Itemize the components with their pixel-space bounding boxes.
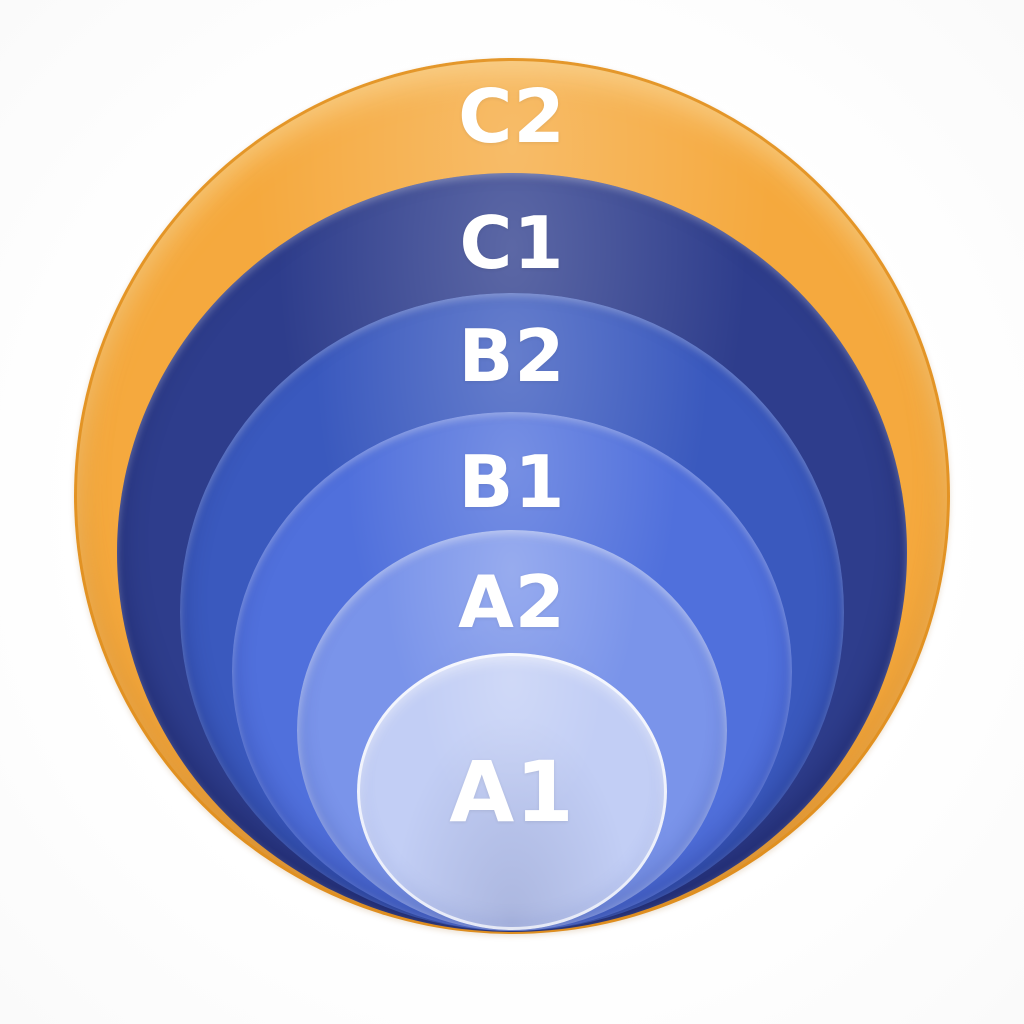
label-level-a1: A1 (449, 743, 575, 841)
label-level-c2: C2 (458, 74, 566, 160)
label-level-b2: B2 (458, 314, 566, 398)
label-level-a2: A2 (458, 560, 566, 644)
label-level-b1: B1 (458, 440, 566, 524)
circle-level-a1 (357, 653, 667, 930)
label-level-c1: C1 (459, 201, 565, 285)
